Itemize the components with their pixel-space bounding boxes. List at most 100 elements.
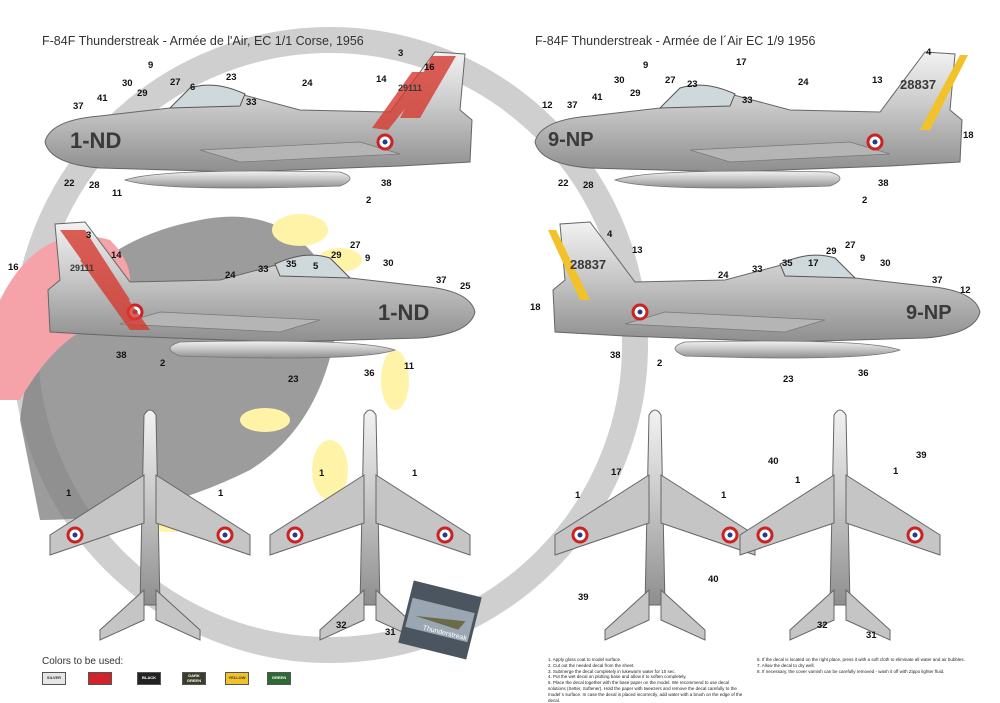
- tail-serial: 28837: [900, 77, 937, 92]
- callout: 31: [385, 627, 396, 638]
- callout: 30: [880, 258, 891, 269]
- color-swatch-red: RED: [88, 672, 112, 685]
- color-swatch-green: GREEN: [267, 672, 291, 685]
- callout: 23: [783, 374, 794, 385]
- aircraft-left-side-top: [43, 50, 474, 190]
- callout: 13: [872, 75, 883, 86]
- callout: 32: [817, 620, 828, 631]
- instruction-step: 8. If necessary, the cover varnish can b…: [757, 668, 945, 674]
- callout: 24: [225, 270, 236, 281]
- callout: 33: [752, 264, 763, 275]
- callout: 1: [575, 490, 581, 501]
- callout: 33: [258, 264, 269, 275]
- callout: 27: [665, 75, 676, 86]
- callout: 41: [592, 92, 603, 103]
- callout: 29: [630, 88, 641, 99]
- callout: 6: [190, 82, 196, 93]
- callout: 29: [331, 250, 342, 261]
- callout: 31: [866, 630, 877, 641]
- instruction-step: 7. Allow the decal to dry well.: [757, 662, 815, 668]
- callout: 32: [336, 620, 347, 631]
- callout: 29: [826, 246, 837, 257]
- callout: 40: [708, 574, 719, 585]
- callout: 17: [808, 258, 819, 269]
- instruction-step: 3. Submerge the decal completely in luke…: [548, 668, 676, 674]
- callout: 4: [607, 229, 613, 240]
- callout: 18: [530, 302, 541, 313]
- callout: 38: [878, 178, 889, 189]
- callout: 30: [614, 75, 625, 86]
- callout: 30: [122, 78, 133, 89]
- callout: 12: [542, 100, 553, 111]
- callout: 37: [932, 275, 943, 286]
- callout: 41: [97, 93, 108, 104]
- callout: 1: [721, 490, 727, 501]
- aircraft-right-top-view: [553, 408, 757, 642]
- callout: 37: [73, 101, 84, 112]
- callout: 27: [350, 240, 361, 251]
- callout: 27: [170, 77, 181, 88]
- callout: 24: [798, 77, 809, 88]
- instruction-step: 1. Apply gloss coat to model surface.: [548, 657, 622, 662]
- callout: 29: [137, 88, 148, 99]
- instructions-column-1: 1. Apply gloss coat to model surface. 2.…: [548, 657, 748, 703]
- callout: 2: [366, 195, 372, 206]
- colors-title: Colors to be used:: [42, 656, 124, 667]
- callout: 22: [558, 178, 569, 189]
- callout: 18: [963, 130, 974, 141]
- callout: 23: [687, 79, 698, 90]
- callout: 23: [288, 374, 299, 385]
- callout: 14: [111, 250, 122, 261]
- aircraft-code: 1-ND: [70, 128, 122, 153]
- instructions-column-2: 6. If the decal is located on the right …: [757, 657, 993, 674]
- callout: 1: [218, 488, 224, 499]
- tail-serial: 29111: [398, 83, 423, 93]
- instruction-step: 6. If the decal is located on the right …: [757, 657, 965, 662]
- color-swatch-yellow: YELLOW: [225, 672, 249, 685]
- callout: 23: [226, 72, 237, 83]
- instruction-step: 5. Place the decal together with the bas…: [548, 680, 743, 703]
- callout: 35: [782, 258, 793, 269]
- callout: 4: [926, 47, 932, 58]
- callout: 17: [611, 467, 622, 478]
- callout: 2: [160, 358, 166, 369]
- callout: 1: [893, 466, 899, 477]
- right-title: F-84F Thunderstreak - Armée de l´Air EC …: [535, 34, 816, 48]
- callout: 14: [376, 74, 387, 85]
- tail-serial: 29111: [70, 263, 95, 273]
- callout: 2: [657, 358, 663, 369]
- callout: 11: [112, 188, 123, 199]
- callout: 37: [567, 100, 578, 111]
- callout: 13: [632, 245, 643, 256]
- color-swatch-silver: SILVER: [42, 672, 66, 685]
- callout: 3: [398, 48, 404, 59]
- callout: 37: [436, 275, 447, 286]
- callout: 1: [66, 488, 72, 499]
- callout: 33: [742, 95, 753, 106]
- callout: 33: [246, 97, 257, 108]
- callout: 16: [424, 62, 435, 73]
- callout: 5: [313, 261, 319, 272]
- callout: 9: [365, 253, 371, 264]
- callout: 38: [116, 350, 127, 361]
- callout: 9: [148, 60, 154, 71]
- callout: 28: [89, 180, 100, 191]
- callout: 17: [736, 57, 747, 68]
- callout: 1: [795, 475, 801, 486]
- callout: 3: [86, 230, 92, 241]
- callout: 9: [860, 253, 866, 264]
- callout: 28: [583, 180, 594, 191]
- aircraft-code: 9-NP: [548, 129, 594, 151]
- instruction-step: 4. Put the wet decal on plotting base an…: [548, 674, 687, 680]
- left-title: F-84F Thunderstreak - Armée de l'Air, EC…: [42, 34, 364, 48]
- callout: 25: [460, 281, 471, 292]
- callout: 39: [916, 450, 927, 461]
- callout: 38: [381, 178, 392, 189]
- callout: 35: [286, 259, 297, 270]
- callout: 39: [578, 592, 589, 603]
- callout: 16: [8, 262, 19, 273]
- callout: 2: [862, 195, 868, 206]
- callout: 36: [364, 368, 375, 379]
- aircraft-right-side-top: [533, 50, 964, 190]
